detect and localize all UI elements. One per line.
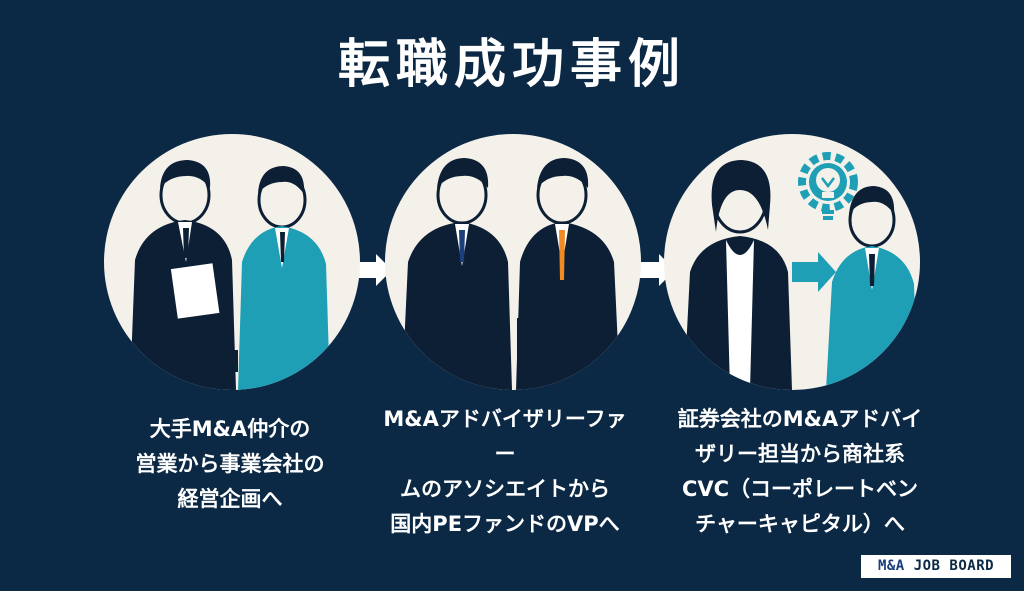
case-2-illustration: [385, 134, 641, 390]
case-1-caption: 大手M&A仲介の 営業から事業会社の 経営企画へ: [135, 417, 325, 511]
case-2-caption: M&Aアドバイザリーファー ムのアソシエイトから 国内PEファンドのVPへ: [383, 407, 627, 536]
brand-badge-prefix: M&A: [877, 558, 905, 574]
lightbulb-gear-icon: [798, 152, 858, 220]
case-3-caption: 証券会社のM&Aアドバイ ザリー担当から商社系 CVC（コーポレートベン チャー…: [677, 407, 923, 536]
arrow-right-icon: [352, 254, 392, 286]
case-1-illustration: [104, 134, 360, 390]
page-title: 転職成功事例: [337, 35, 686, 95]
brand-badge-label: JOB BOARD: [913, 558, 995, 574]
case-3-illustration: [664, 134, 920, 390]
brand-badge: M&A JOB BOARD: [861, 555, 1011, 578]
